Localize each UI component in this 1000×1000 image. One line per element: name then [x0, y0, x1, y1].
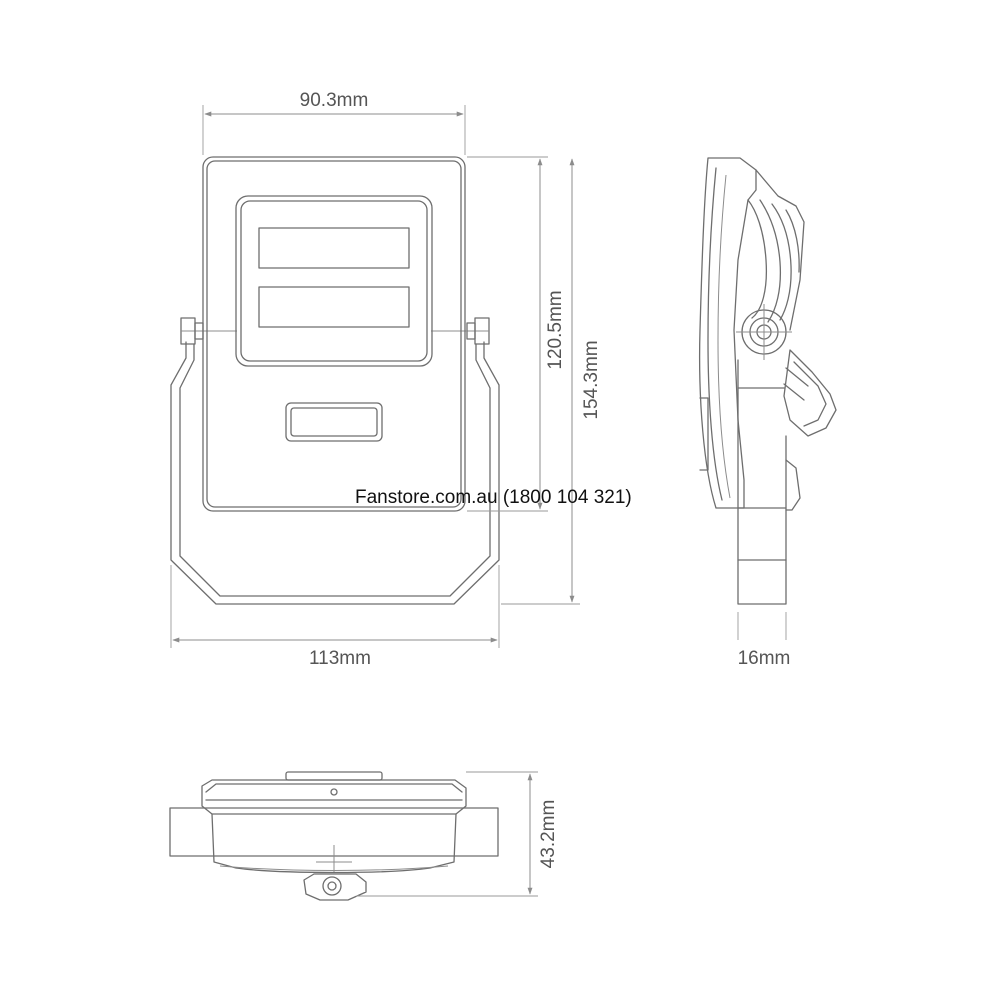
dimension-side-depth: 16mm: [737, 612, 791, 669]
side-view: [698, 157, 837, 605]
dimension-label-16: 16mm: [738, 648, 791, 669]
side-bracket-arm: [737, 507, 787, 605]
dimension-label-43-2: 43.2mm: [538, 800, 559, 869]
side-heatsink: [755, 169, 805, 331]
led-strip-bottom: [258, 286, 410, 328]
bracket-bolt-left: [180, 317, 204, 345]
label-plate: [285, 402, 383, 442]
dimension-label-90-3: 90.3mm: [300, 90, 369, 111]
front-view: [170, 156, 500, 605]
led-window: [235, 195, 433, 367]
dimension-front-height-body: 120.5mm: [467, 156, 566, 512]
dimension-label-120-5: 120.5mm: [545, 290, 566, 369]
dimension-front-width-top: 90.3mm: [202, 90, 466, 155]
side-cable-gland: [783, 349, 837, 437]
bottom-view: [169, 771, 499, 901]
dimension-label-113: 113mm: [309, 648, 371, 669]
dimension-front-width-bottom: 113mm: [170, 565, 500, 669]
bracket-bolt-right: [466, 317, 490, 345]
bottom-housing: [201, 779, 467, 874]
dimension-bottom-depth: 43.2mm: [356, 771, 559, 897]
mounting-bracket: [170, 341, 500, 605]
dimension-front-height-total: 154.3mm: [501, 158, 602, 605]
bottom-gland: [303, 873, 367, 901]
dimension-label-154-3: 154.3mm: [581, 340, 602, 419]
led-strip-top: [258, 227, 410, 269]
housing-outer: [202, 156, 466, 512]
watermark-text: Fanstore.com.au (1800 104 321): [355, 487, 632, 508]
